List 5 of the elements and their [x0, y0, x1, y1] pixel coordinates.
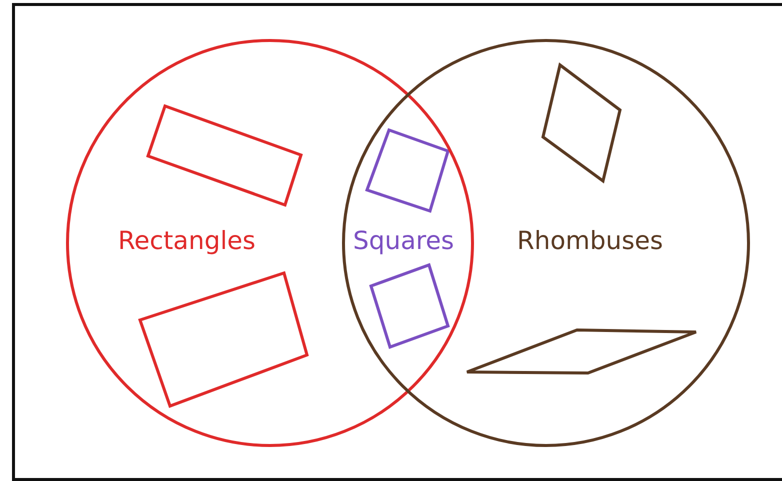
set-circle [66, 39, 474, 447]
set-circle [342, 39, 750, 447]
set-label: Rhombuses [517, 226, 664, 255]
intersection-label: Squares [353, 226, 454, 255]
set-label: Rectangles [118, 226, 256, 255]
